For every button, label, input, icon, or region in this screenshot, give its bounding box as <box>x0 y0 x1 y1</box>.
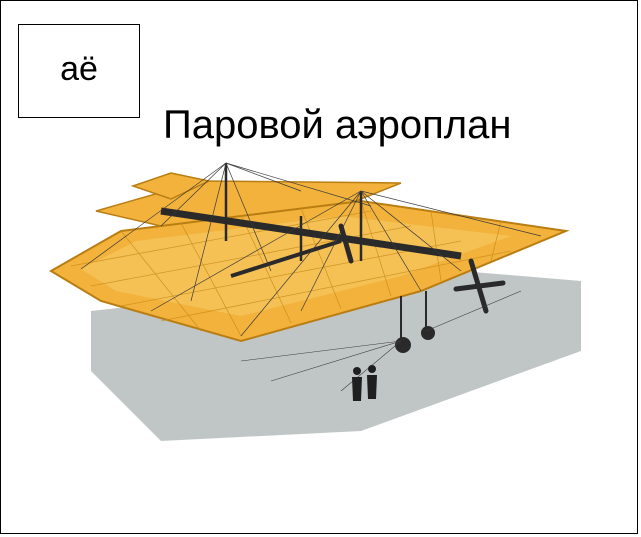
lower-wires <box>240 290 522 392</box>
propellers <box>338 223 506 314</box>
letters-text: аё <box>60 50 98 88</box>
letters-box: аё <box>18 24 140 118</box>
masts <box>224 163 363 261</box>
crossbar <box>230 239 342 278</box>
tail <box>130 172 212 200</box>
page-title: Паровой аэроплан <box>163 103 512 147</box>
wing-highlight <box>81 216 511 316</box>
steam-airplane-icon <box>49 162 581 441</box>
fuselage <box>160 207 462 260</box>
rigging-wires <box>80 162 542 337</box>
standing-figures <box>352 365 377 401</box>
wing-grid <box>70 200 512 337</box>
